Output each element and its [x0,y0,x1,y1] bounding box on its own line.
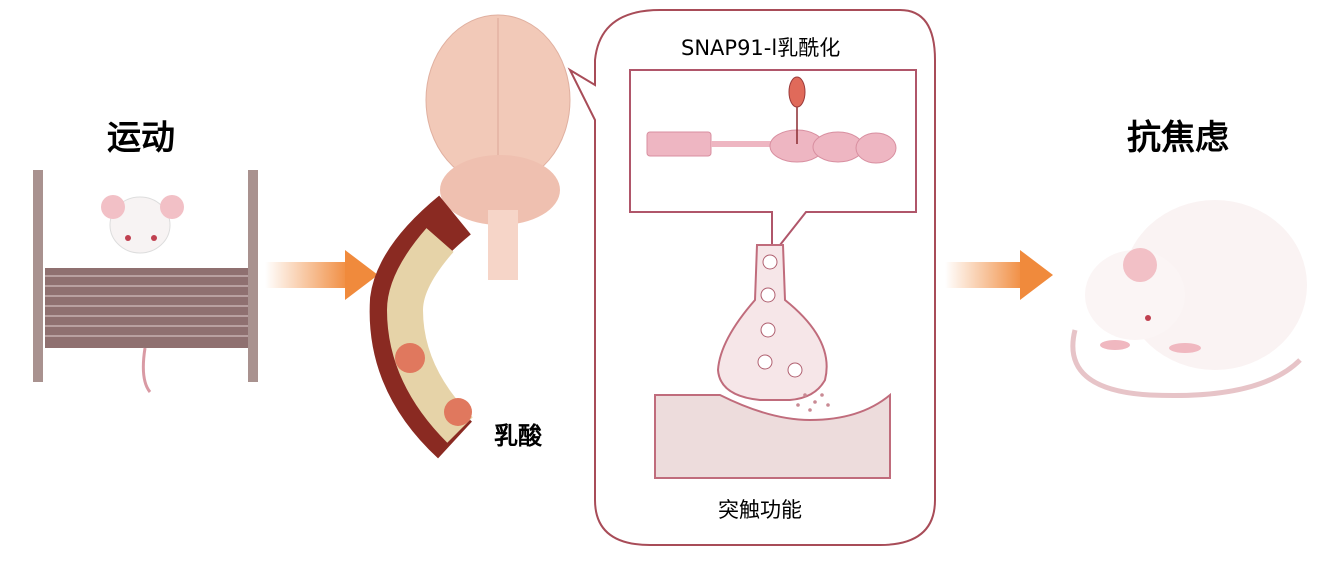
synaptic-function-label: 突触功能 [718,498,802,522]
blood-vessel-illustration [369,195,473,459]
brain-illustration [425,14,571,280]
arrow-2 [945,250,1053,300]
treadmill-mouse-illustration [33,170,258,393]
exercise-label: 运动 [107,118,175,158]
synapse-illustration [654,244,891,479]
snap91-lactylation-label: SNAP91-l乳酰化 [681,36,841,60]
lactyl-group [788,76,806,108]
calm-mouse-illustration [1070,200,1307,399]
arrow-1 [265,250,378,300]
lactate-label: 乳酸 [494,422,542,450]
snap91-protein [646,76,897,164]
anti-anxiety-label: 抗焦虑 [1127,118,1229,158]
